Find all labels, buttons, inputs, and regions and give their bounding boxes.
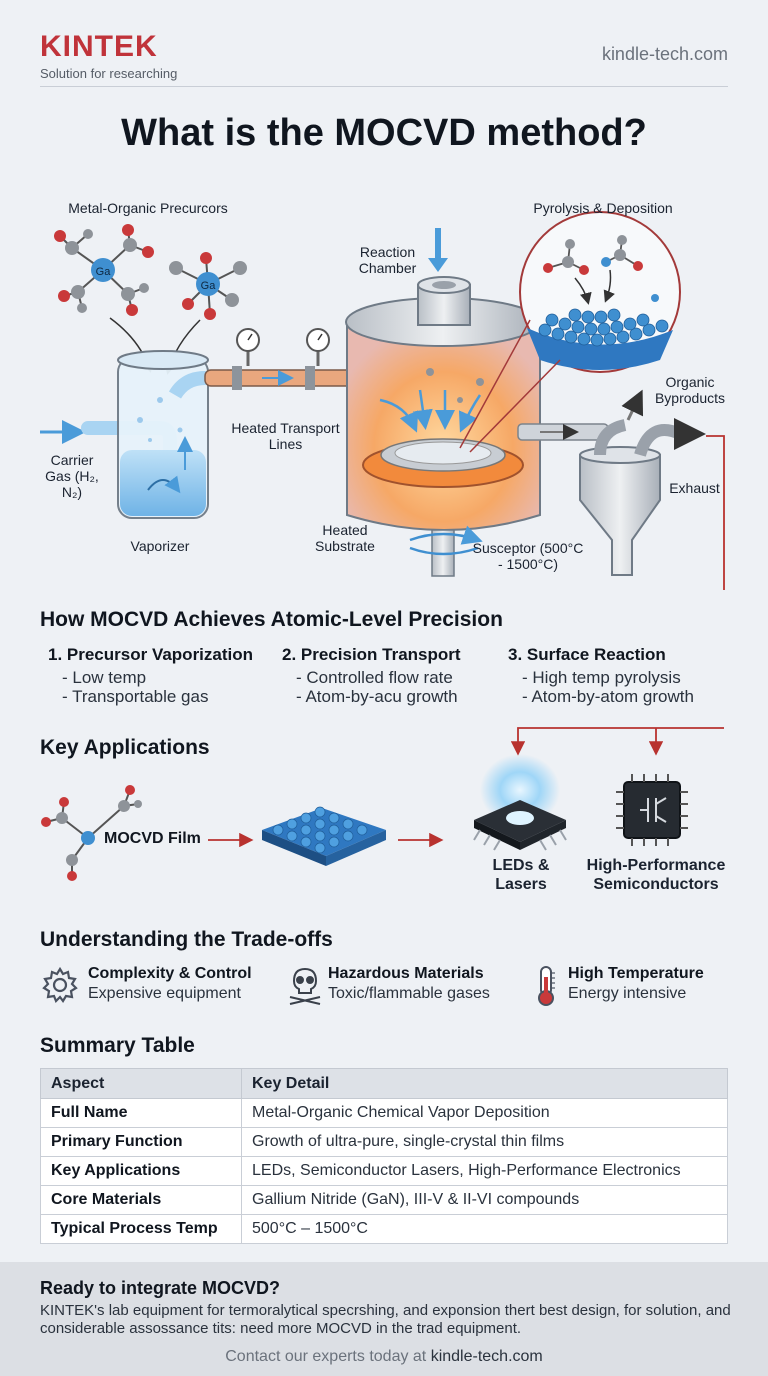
applications-heading: Key Applications	[40, 736, 210, 759]
summary-heading: Summary Table	[40, 1034, 195, 1057]
table-cell-detail: Gallium Nitride (GaN), III-V & II-VI com…	[241, 1185, 728, 1215]
step-detail: - Atom-by-atom growth	[522, 687, 694, 706]
reaction-chamber-label: Reaction Chamber	[358, 244, 417, 276]
pyrolysis-label: Pyrolysis & Deposition	[533, 200, 673, 216]
table-cell-detail: LEDs, Semiconductor Lasers, High-Perform…	[241, 1156, 728, 1186]
precursors-label: Metal-Organic Precurcors	[68, 200, 228, 216]
tradeoffs-heading: Understanding the Trade-offs	[40, 928, 333, 951]
step-detail: - Transportable gas	[62, 687, 209, 706]
led-lasers-label: LEDs & Lasers	[492, 857, 550, 893]
step-transport: 2. Precision Transport - Controlled flow…	[282, 645, 502, 706]
table-cell-aspect: Primary Function	[40, 1127, 242, 1157]
susceptor-label: Susceptor (500°C - 1500°C)	[472, 540, 584, 572]
tradeoff-desc: Toxic/flammable gases	[328, 985, 490, 1002]
step-title: 1. Precursor Vaporization	[48, 645, 254, 664]
contact-link[interactable]: kindle-tech.com	[430, 1348, 543, 1365]
tradeoff-title: High Temperature	[568, 965, 704, 982]
step-detail: - Controlled flow rate	[296, 668, 453, 687]
exhaust-label: Exhaust	[669, 480, 720, 496]
tradeoff-desc: Energy intensive	[568, 985, 687, 1002]
precision-heading: How MOCVD Achieves Atomic-Level Precisio…	[40, 608, 503, 631]
exhaust-unit	[517, 389, 706, 576]
contact-prefix: Contact our experts today at	[225, 1348, 427, 1365]
brand-logo: KINTEK	[40, 30, 158, 63]
page-title: What is the MOCVD method?	[121, 112, 647, 154]
film-molecule-icon	[41, 785, 142, 881]
mocvd-film-label: MOCVD Film	[104, 830, 201, 847]
tradeoff-title: Hazardous Materials	[328, 965, 484, 982]
ga-atom-label-2: Ga	[201, 280, 217, 292]
table-cell-aspect: Key Applications	[40, 1156, 242, 1186]
contact-line: Contact our experts today at kindle-tech…	[0, 1348, 768, 1366]
crystal-film-icon	[262, 806, 386, 866]
step-detail: - Low temp	[62, 668, 147, 687]
table-cell-aspect: Core Materials	[40, 1185, 242, 1215]
skull-icon	[289, 967, 321, 1005]
brand-block: KINTEK Solution for researching	[40, 30, 177, 81]
footer-band	[0, 1262, 768, 1376]
led-chip-icon	[473, 754, 567, 851]
table-cell-detail: Growth of ultra-pure, single-crystal thi…	[241, 1127, 728, 1157]
table-cell-aspect: Full Name	[40, 1098, 242, 1128]
step-vaporization: 1. Precursor Vaporization - Low temp - T…	[48, 645, 268, 706]
table-cell-aspect: Typical Process Temp	[40, 1214, 242, 1244]
mocvd-process-diagram: Ga Ga	[40, 211, 725, 590]
step-surface-reaction: 3. Surface Reaction - High temp pyrolysi…	[508, 645, 728, 706]
precursor-molecule-2: Ga	[169, 252, 247, 320]
step-detail: - High temp pyrolysis	[522, 668, 681, 687]
table-header-row: Aspect Key Detail	[40, 1068, 728, 1099]
semiconductor-chip-icon	[616, 774, 688, 846]
tradeoff-complexity: Complexity & Control Expensive equipment	[40, 965, 252, 1005]
brand-tagline: Solution for researching	[40, 66, 178, 81]
table-cell-detail: 500°C – 1500°C	[241, 1214, 728, 1244]
column-header-aspect: Aspect	[40, 1068, 242, 1099]
vaporizer-vessel	[117, 350, 209, 519]
precursor-molecule-1: Ga	[54, 224, 154, 316]
site-link[interactable]: kindle-tech.com	[601, 44, 728, 64]
tradeoff-desc: Expensive equipment	[88, 985, 241, 1002]
deposition-inset	[459, 211, 681, 453]
table-cell-detail: Metal-Organic Chemical Vapor Deposition	[241, 1098, 728, 1128]
step-title: 3. Surface Reaction	[508, 645, 666, 664]
applications-diagram	[41, 727, 724, 881]
cta-body: KINTEK's lab equipment for termoralytica…	[40, 1302, 731, 1337]
gear-icon	[42, 966, 78, 1003]
tradeoff-temperature: High Temperature Energy intensive	[532, 965, 704, 1007]
heated-substrate-label: Heated Substrate	[315, 522, 375, 554]
byproducts-label: Organic Byproducts	[654, 374, 726, 406]
column-header-detail: Key Detail	[241, 1068, 728, 1099]
tradeoff-title: Complexity & Control	[88, 965, 252, 982]
cta-heading: Ready to integrate MOCVD?	[40, 1278, 281, 1298]
tradeoff-hazardous: Hazardous Materials Toxic/flammable gase…	[286, 965, 490, 1005]
reaction-chamber	[345, 228, 541, 577]
step-detail: - Atom-by-acu growth	[296, 687, 458, 706]
ga-atom-label-1: Ga	[96, 266, 112, 278]
step-title: 2. Precision Transport	[282, 645, 461, 664]
carrier-gas-label: Carrier Gas (H₂, N₂)	[45, 452, 99, 500]
semiconductors-label: High-Performance Semiconductors	[586, 857, 726, 893]
vaporizer-label: Vaporizer	[130, 538, 190, 554]
header-divider	[40, 86, 728, 87]
transport-line	[204, 328, 358, 390]
transport-lines-label: Heated Transport Lines	[231, 420, 340, 452]
thermometer-icon	[538, 966, 555, 1006]
